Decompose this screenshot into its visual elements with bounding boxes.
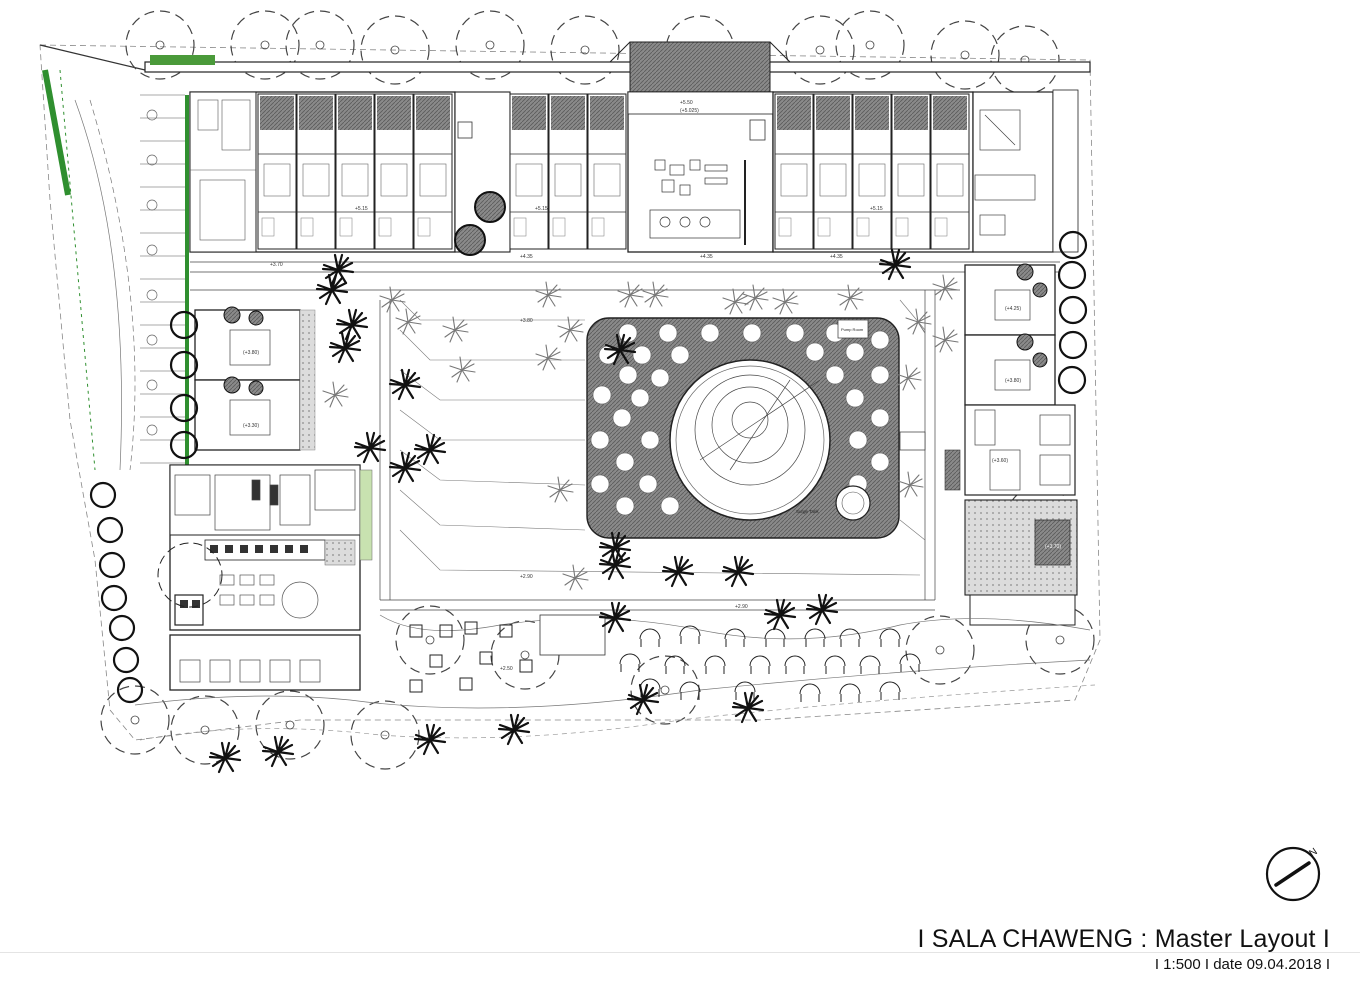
level-mark: +5.15	[870, 206, 883, 212]
level-marks: +5.15 +5.15 +5.15 +4.35 +4.35 +4.35 +3.7…	[270, 206, 883, 672]
pump-room-label: Pump Room	[841, 327, 864, 332]
main-pool: Surge Tank Pump Room	[586, 317, 900, 539]
villa-level-6: (+3.70)	[1045, 544, 1061, 550]
north-arrow-icon: N	[1265, 846, 1321, 902]
restaurant-building	[157, 464, 373, 691]
level-mark: +3.80	[520, 318, 533, 324]
lobby-mark: +5.50	[680, 100, 693, 106]
north-rooms-center	[454, 91, 627, 256]
level-mark: +2.90	[735, 604, 748, 610]
site-boundary	[39, 44, 1101, 741]
north-label: N	[1307, 846, 1319, 859]
east-villas: (+4.25) (+3.80) (+3.60) (+3.70)	[899, 230, 1088, 626]
north-rooms-west	[189, 91, 456, 253]
ramp-lines	[399, 299, 926, 576]
level-mark: +2.90	[520, 574, 533, 580]
west-parking	[42, 69, 189, 471]
west-boundary-trees	[89, 481, 144, 704]
west-villas: (+3.80) (+3.30)	[169, 306, 316, 460]
villa-level-1: (+3.80)	[243, 350, 259, 356]
level-mark: +2.50	[500, 666, 513, 672]
north-rooms-east	[772, 89, 1079, 253]
level-mark: +4.35	[700, 254, 713, 260]
villa-level-3: (+4.25)	[1005, 306, 1021, 312]
villa-level-2: (+3.30)	[243, 423, 259, 429]
water-tank-label: Surge Tank	[796, 509, 819, 514]
footer-rule	[0, 952, 1360, 953]
beach-garden	[134, 614, 1096, 741]
villa-level-5: (+3.60)	[992, 458, 1008, 464]
lobby-level: (+5.025)	[680, 108, 699, 114]
level-mark: +4.35	[830, 254, 843, 260]
lobby: +5.50 (+5.025)	[627, 91, 774, 253]
level-mark: +5.15	[535, 206, 548, 212]
level-mark: +5.15	[355, 206, 368, 212]
drawing-subtitle: I 1:500 I date 09.04.2018 I	[1154, 956, 1330, 973]
drawing-title: I SALA CHAWENG : Master Layout I	[917, 925, 1330, 953]
villa-level-4: (+3.80)	[1005, 378, 1021, 384]
level-mark: +3.70	[270, 262, 283, 268]
level-mark: +4.35	[520, 254, 533, 260]
